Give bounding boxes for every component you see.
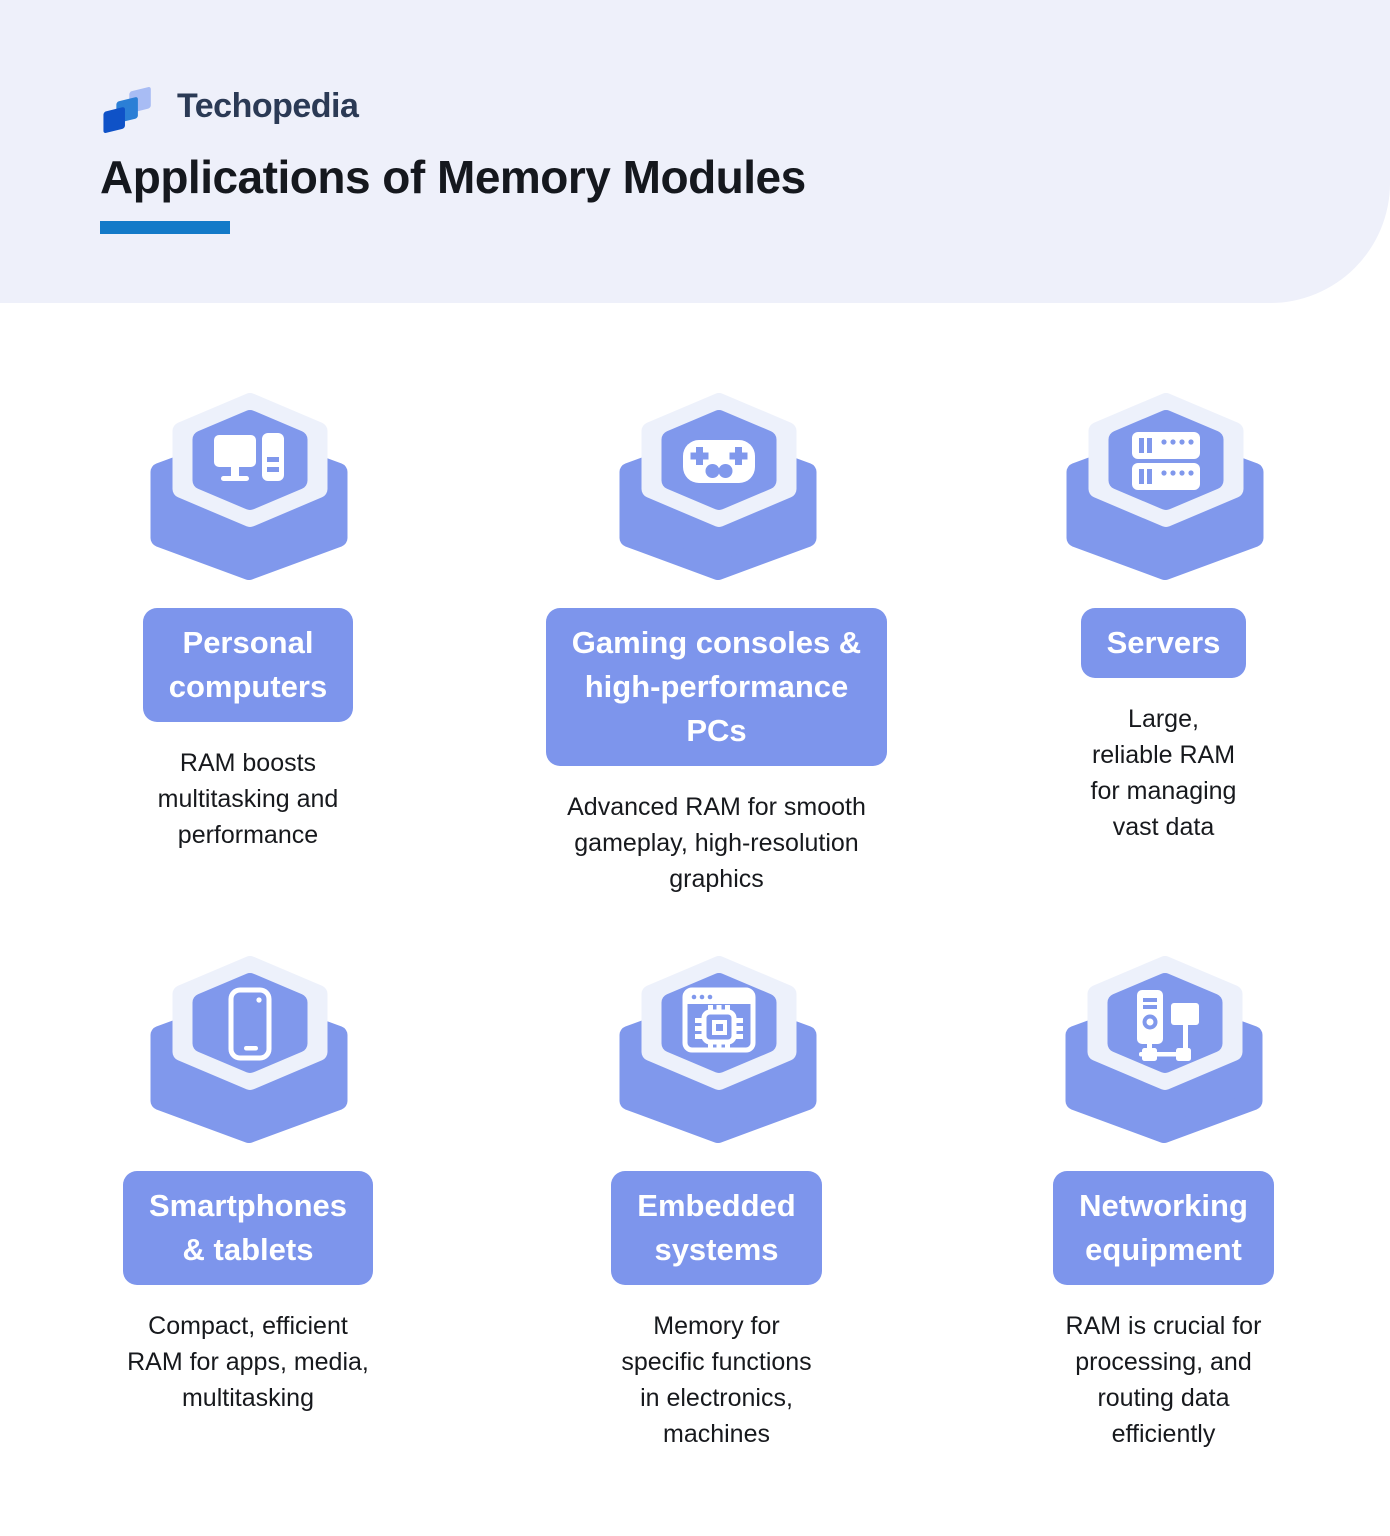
game-controller-icon	[682, 440, 755, 483]
application-label: Embedded systems	[611, 1171, 822, 1286]
hex-badge	[617, 390, 817, 580]
cards-grid: Personal computers RAM boosts multitaski…	[0, 390, 1390, 1452]
hex-badge	[1063, 953, 1263, 1144]
application-description: Compact, efficient RAM for apps, media, …	[127, 1312, 369, 1413]
hex-badge	[617, 953, 817, 1144]
brand: Techopedia	[100, 78, 1390, 134]
hex-badge	[148, 390, 348, 580]
smartphone-icon	[228, 987, 272, 1061]
embedded-chip-icon	[682, 987, 755, 1053]
application-label: Servers	[1080, 608, 1247, 679]
application-card: Smartphones & tablets Compact, efficient…	[122, 953, 374, 1452]
application-card: Gaming consoles & high-performance PCs A…	[545, 390, 888, 897]
hex-badge	[148, 953, 348, 1144]
application-description: Advanced RAM for smooth gameplay, high-r…	[567, 793, 866, 894]
page-title: Applications of Memory Modules	[100, 151, 806, 203]
network-equipment-icon	[1137, 990, 1200, 1062]
title-underline	[100, 221, 230, 234]
application-label: Networking equipment	[1053, 1171, 1274, 1286]
brand-name: Techopedia	[177, 86, 359, 125]
application-label: Gaming consoles & high-performance PCs	[545, 608, 888, 767]
application-description: RAM boosts multitasking and performance	[157, 749, 339, 850]
hex-badge	[1064, 390, 1264, 580]
server-rack-icon	[1131, 432, 1200, 490]
application-description: RAM is crucial for processing, and routi…	[1065, 1312, 1262, 1449]
infographic-page: Techopedia Applications of Memory Module…	[0, 0, 1390, 1452]
application-description: Large, reliable RAM for managing vast da…	[1090, 705, 1237, 842]
desktop-computer-icon	[213, 433, 284, 481]
techopedia-logo-icon	[103, 87, 151, 133]
application-card: Personal computers RAM boosts multitaski…	[142, 390, 354, 897]
header: Techopedia Applications of Memory Module…	[0, 0, 1390, 303]
application-description: Memory for specific functions in electro…	[621, 1312, 812, 1449]
application-card: Servers Large, reliable RAM for managing…	[1064, 390, 1264, 897]
application-label: Smartphones & tablets	[122, 1171, 374, 1286]
application-label: Personal computers	[142, 608, 354, 723]
application-card: Networking equipment RAM is crucial for …	[1053, 953, 1274, 1452]
application-card: Embedded systems Memory for specific fun…	[611, 953, 822, 1452]
